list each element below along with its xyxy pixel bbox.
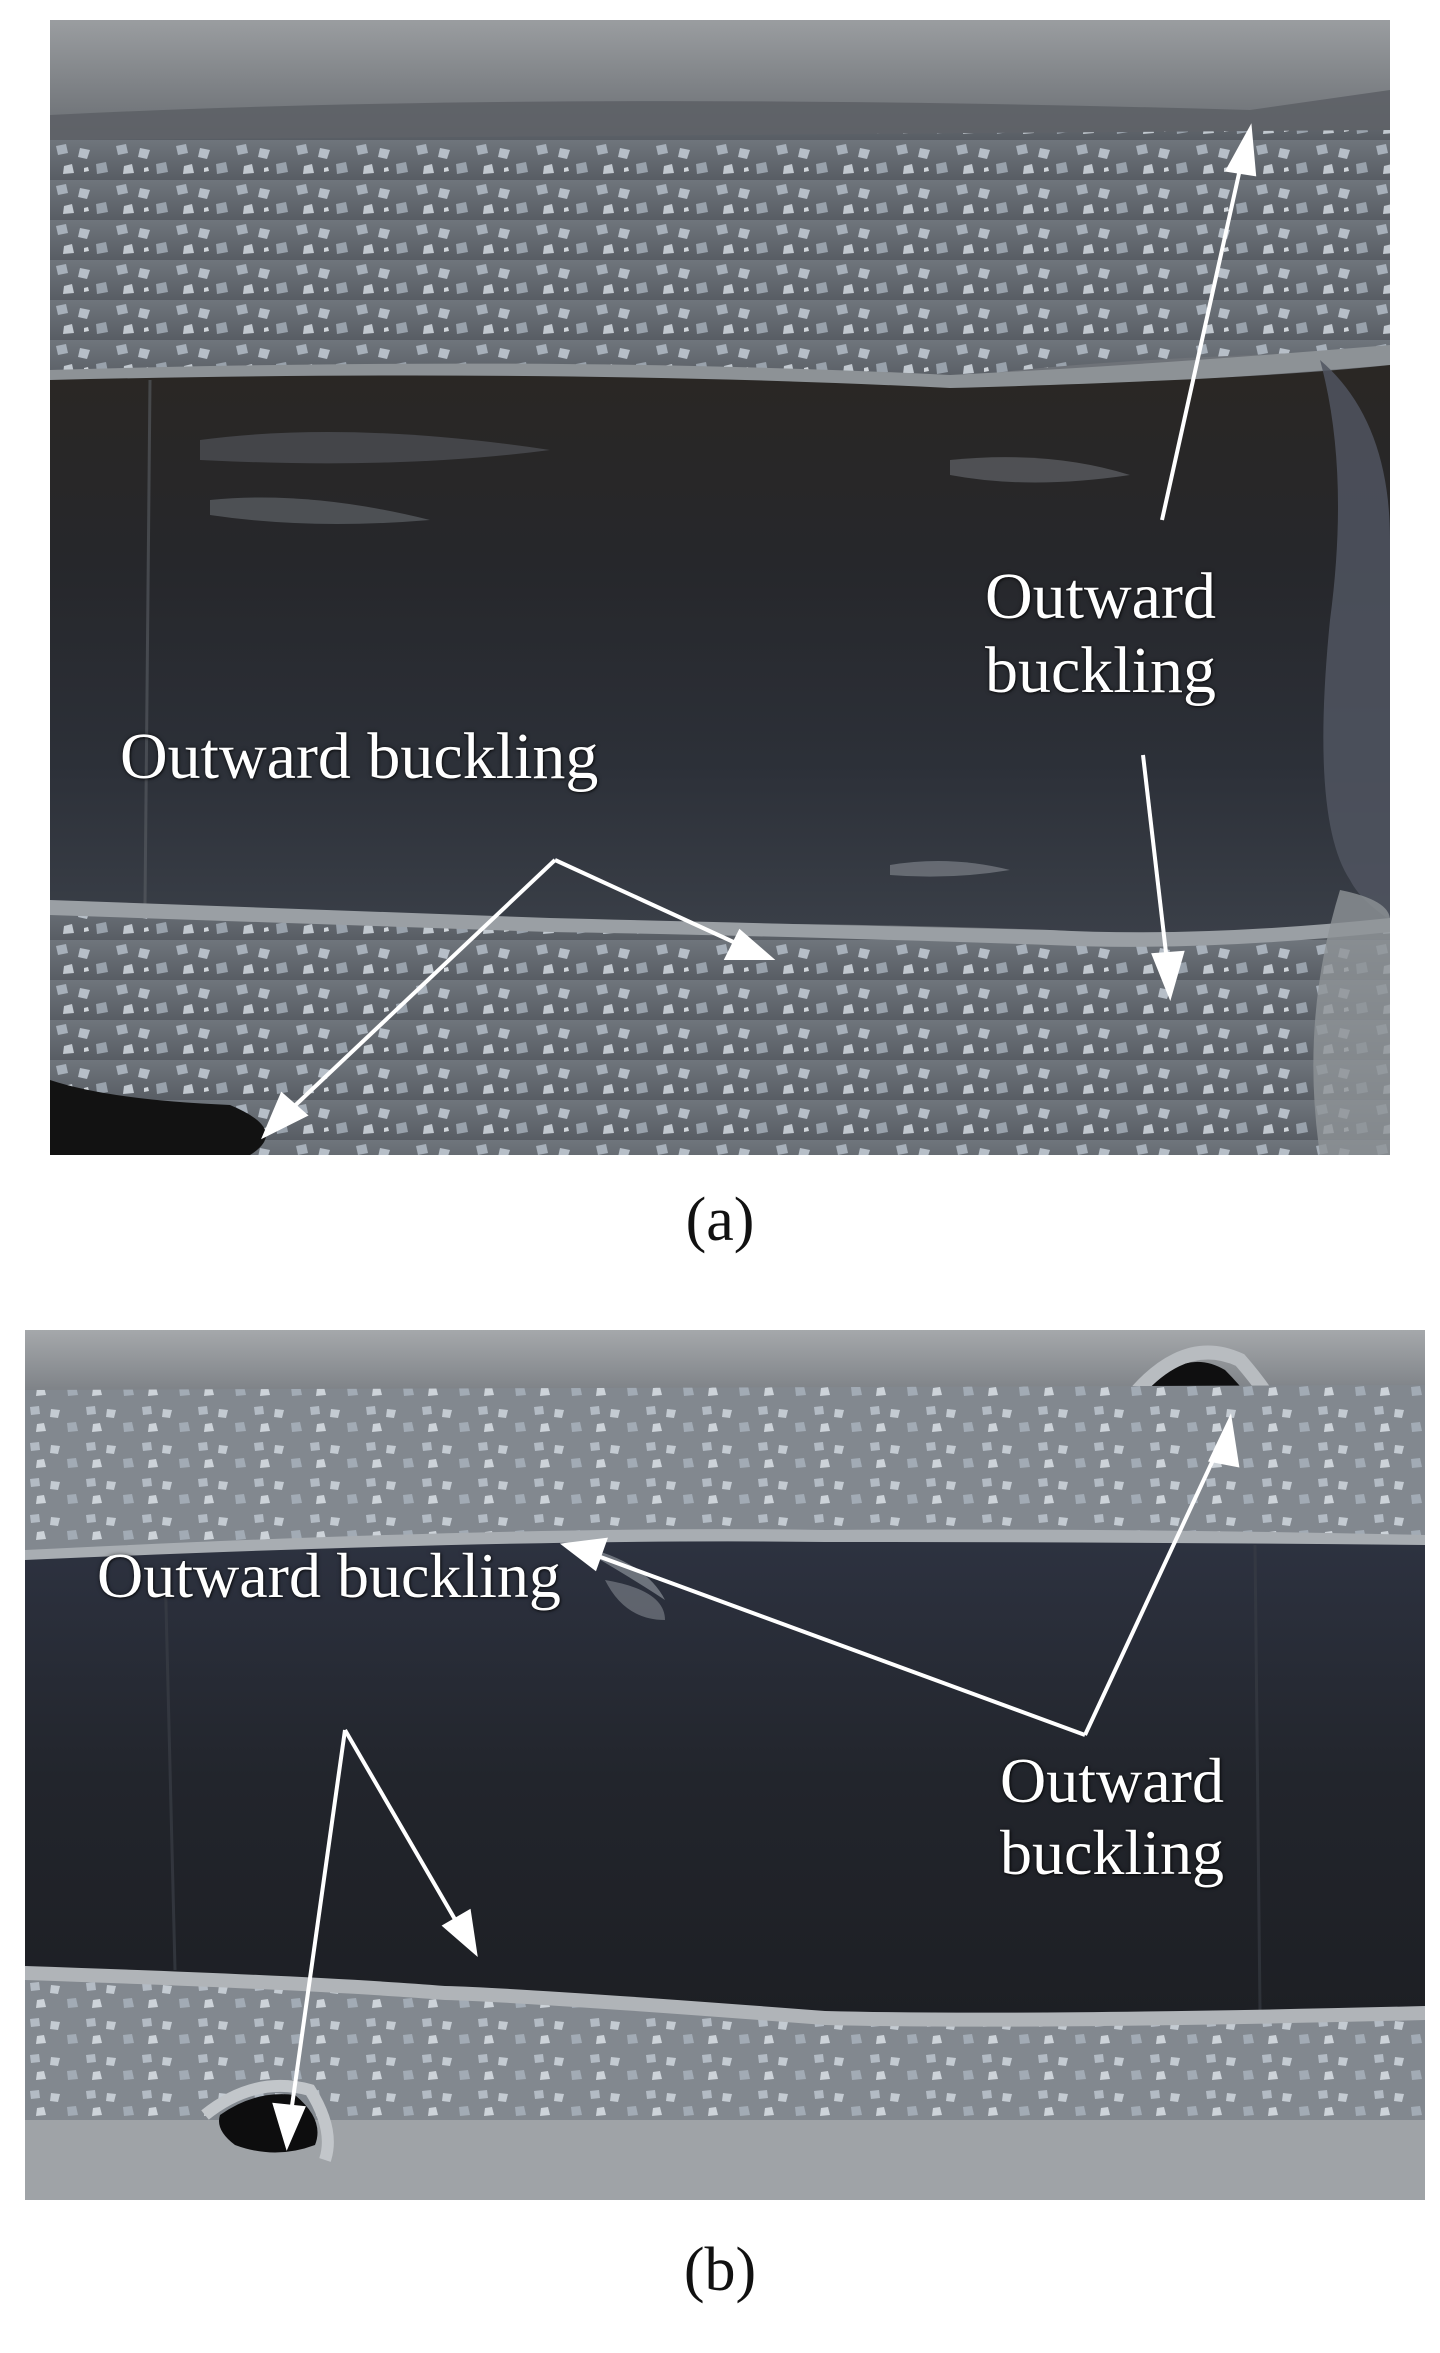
upper-concrete-layer xyxy=(25,1385,1425,1555)
annotation-label: Outward buckling xyxy=(1000,1745,1224,1888)
panel-caption-b: (b) xyxy=(683,2236,757,2304)
annotation-text: Outward xyxy=(985,560,1216,633)
buckling-cavity xyxy=(50,1080,266,1155)
upper-concrete-layer xyxy=(50,130,1390,380)
annotation-text: Outward xyxy=(1000,1745,1224,1816)
annotation-text: buckling xyxy=(1000,1816,1224,1888)
steel-tube xyxy=(25,1541,1425,2017)
steel-tube xyxy=(50,365,1390,934)
panel-caption-a: (a) xyxy=(685,1186,755,1254)
annotation-label: Outward buckling xyxy=(120,720,598,794)
photo-panel-a: Outward buckling Outward buckling xyxy=(50,20,1390,1155)
specimen-photo-a xyxy=(50,20,1390,1155)
photo-panel-b: Outward buckling Outward buckling xyxy=(25,1330,1425,2200)
lower-concrete-layer xyxy=(25,1970,1425,2130)
lower-concrete-layer xyxy=(50,905,1390,1155)
annotation-text: Outward buckling xyxy=(97,1540,561,1611)
specimen-photo-b xyxy=(25,1330,1425,2200)
annotation-label: Outward buckling xyxy=(985,560,1216,708)
annotation-arrows xyxy=(261,123,1257,1140)
annotation-arrows xyxy=(272,1413,1240,2151)
annotation-text: Outward buckling xyxy=(120,720,599,793)
annotation-text: buckling xyxy=(985,633,1216,707)
annotation-label: Outward buckling xyxy=(97,1540,561,1612)
